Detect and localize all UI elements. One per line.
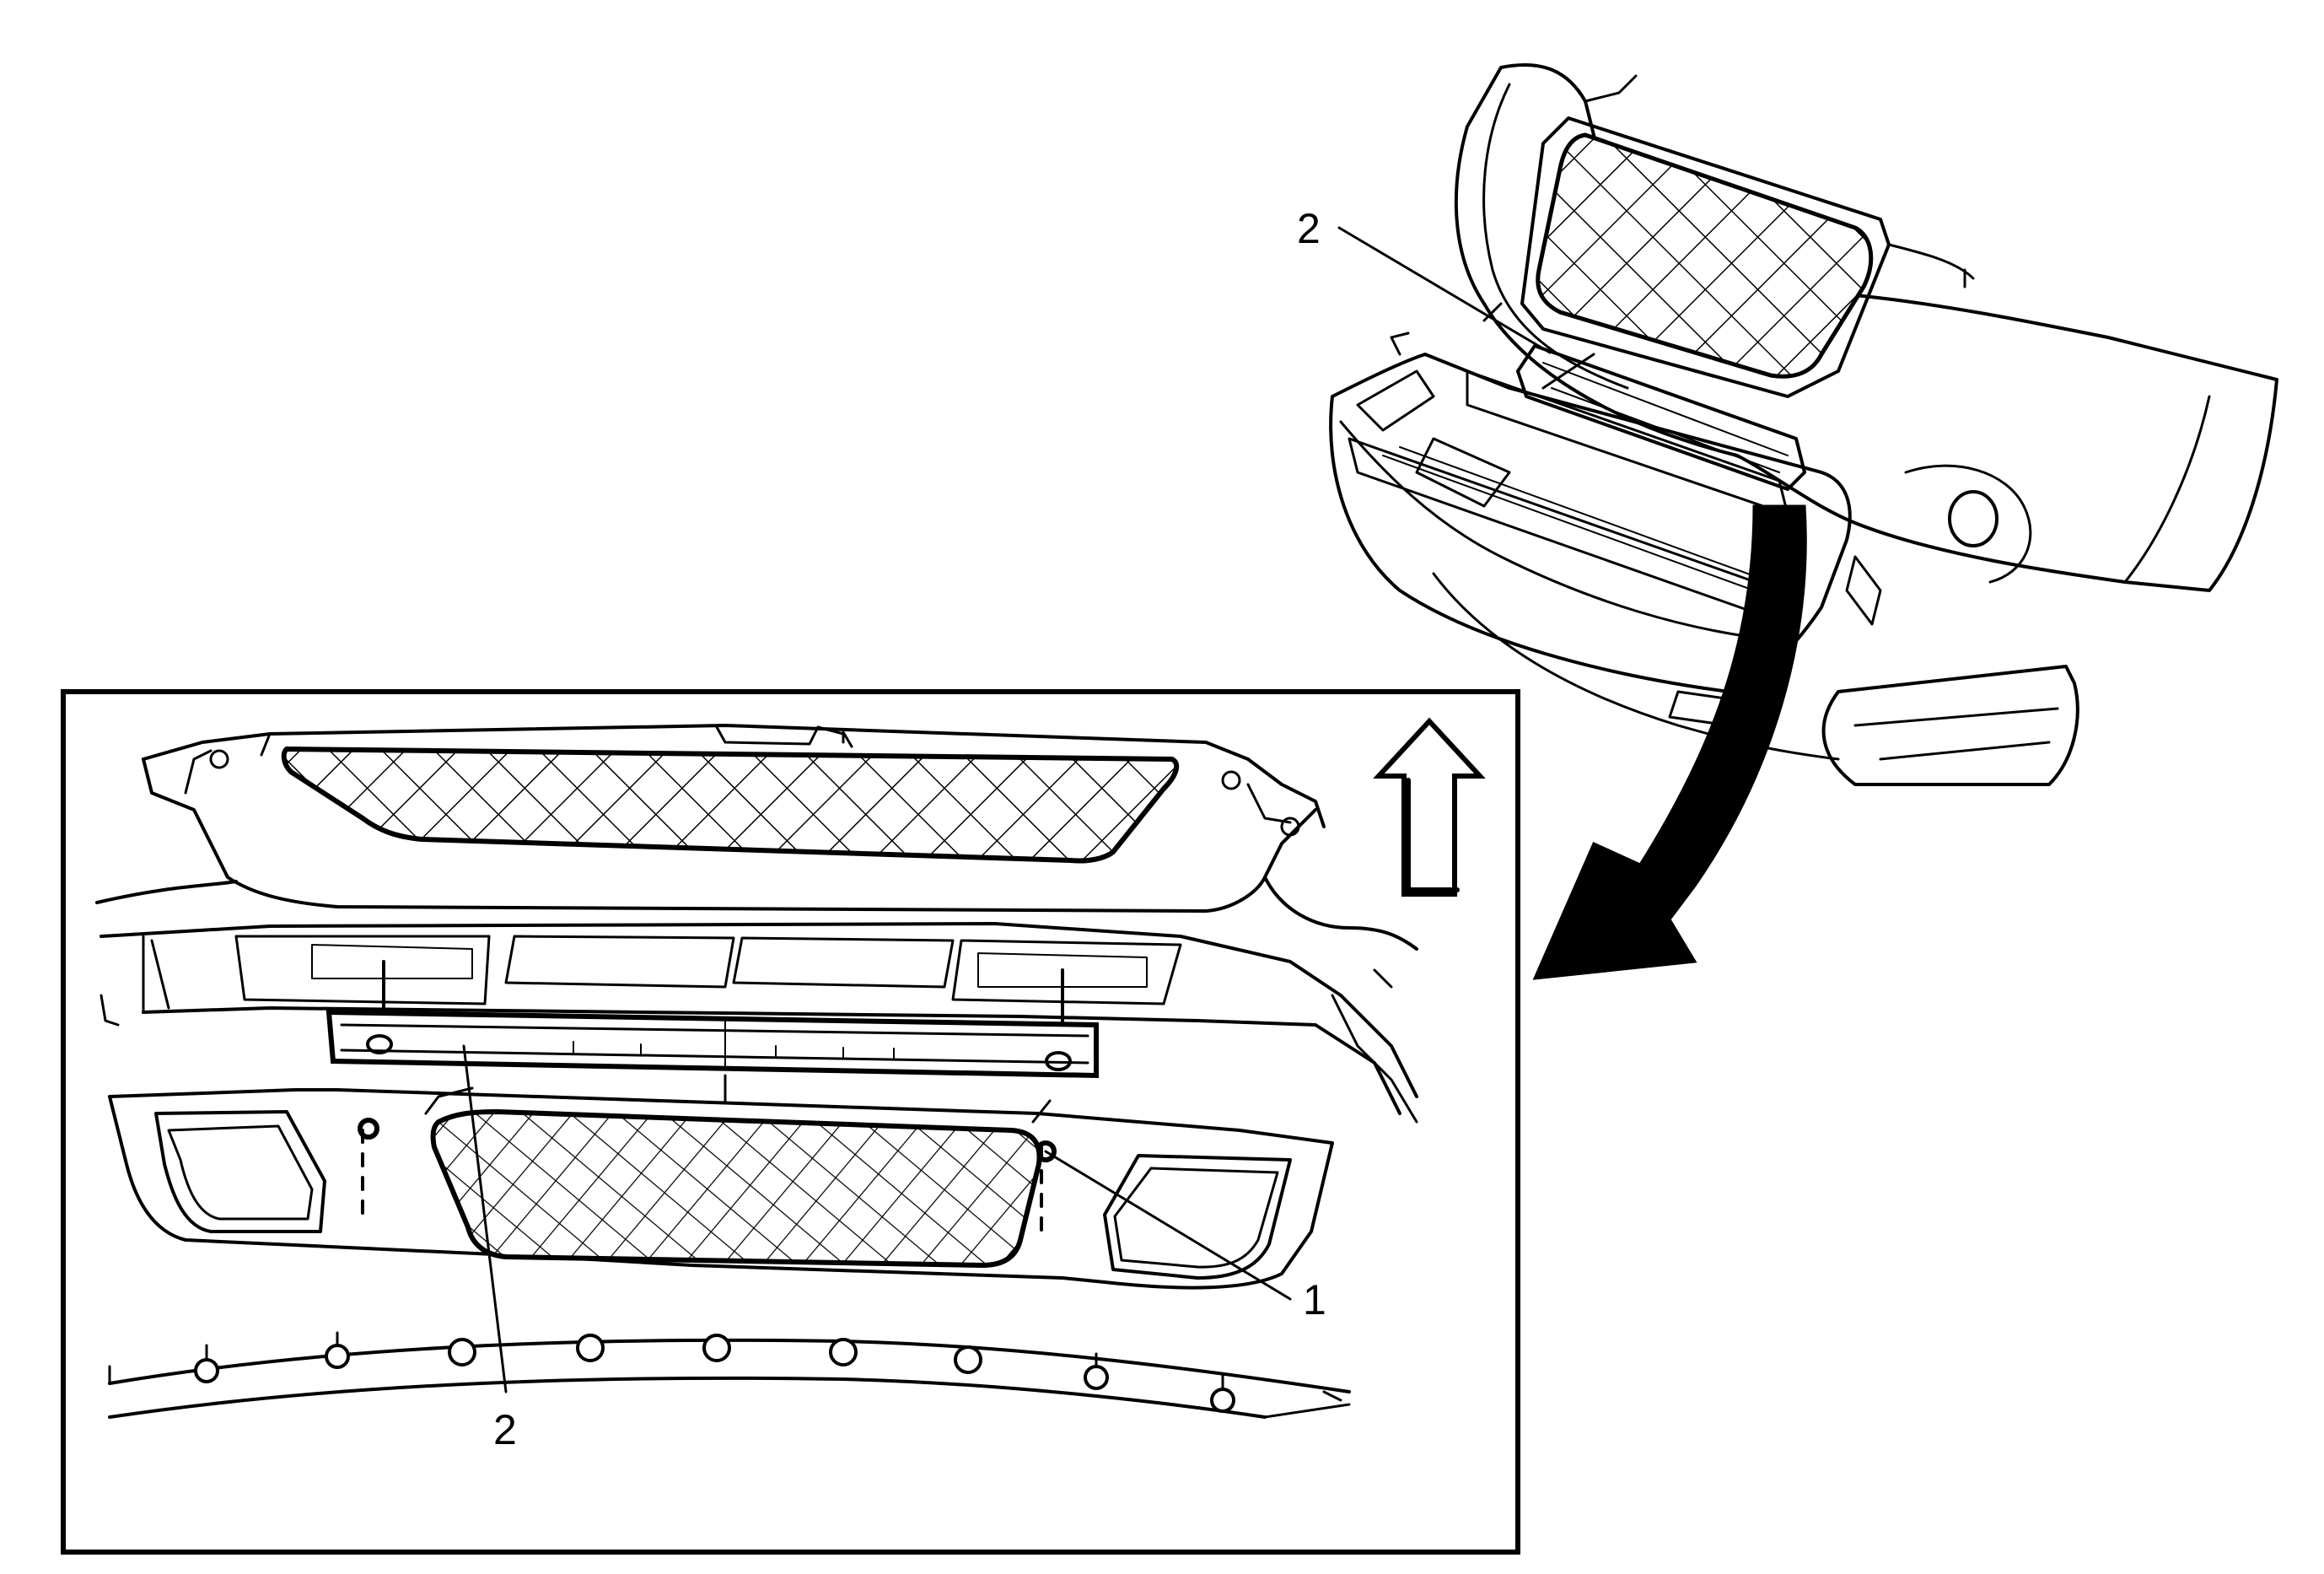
callout-1: 1: [1303, 1276, 1326, 1323]
detail-frame: [61, 689, 1520, 1555]
callout-2-detail: 2: [493, 1406, 517, 1453]
upper-grille-detail: [281, 746, 1180, 864]
fog-lamp-opening: [1948, 490, 1999, 547]
impact-bar: [100, 922, 1418, 1098]
center-bar-overview: [1516, 344, 1806, 491]
lower-grille: [430, 1108, 1042, 1269]
upper-grille: [1536, 132, 1874, 379]
curved-arrow-icon: [1532, 504, 1807, 980]
leader-line-top-2: [1337, 226, 1552, 354]
splash-shield-edge: [108, 1338, 1351, 1393]
center-bar: [325, 1009, 1099, 1079]
detail-illustration: [95, 724, 1418, 1419]
leader-line-2: [462, 1044, 508, 1393]
callout-2-top: 2: [1297, 205, 1321, 252]
lower-air-dam: [1821, 665, 2079, 786]
retainer-left: [358, 1118, 379, 1140]
up-arrow-shadow: [1406, 778, 1460, 892]
push-pin-retainers: [194, 1331, 1235, 1413]
up-arrow-icon: [1373, 717, 1486, 897]
overview-illustration: [1329, 63, 2278, 786]
leader-line-1: [1044, 1150, 1292, 1301]
lower-fascia-detail: [108, 1088, 1334, 1290]
